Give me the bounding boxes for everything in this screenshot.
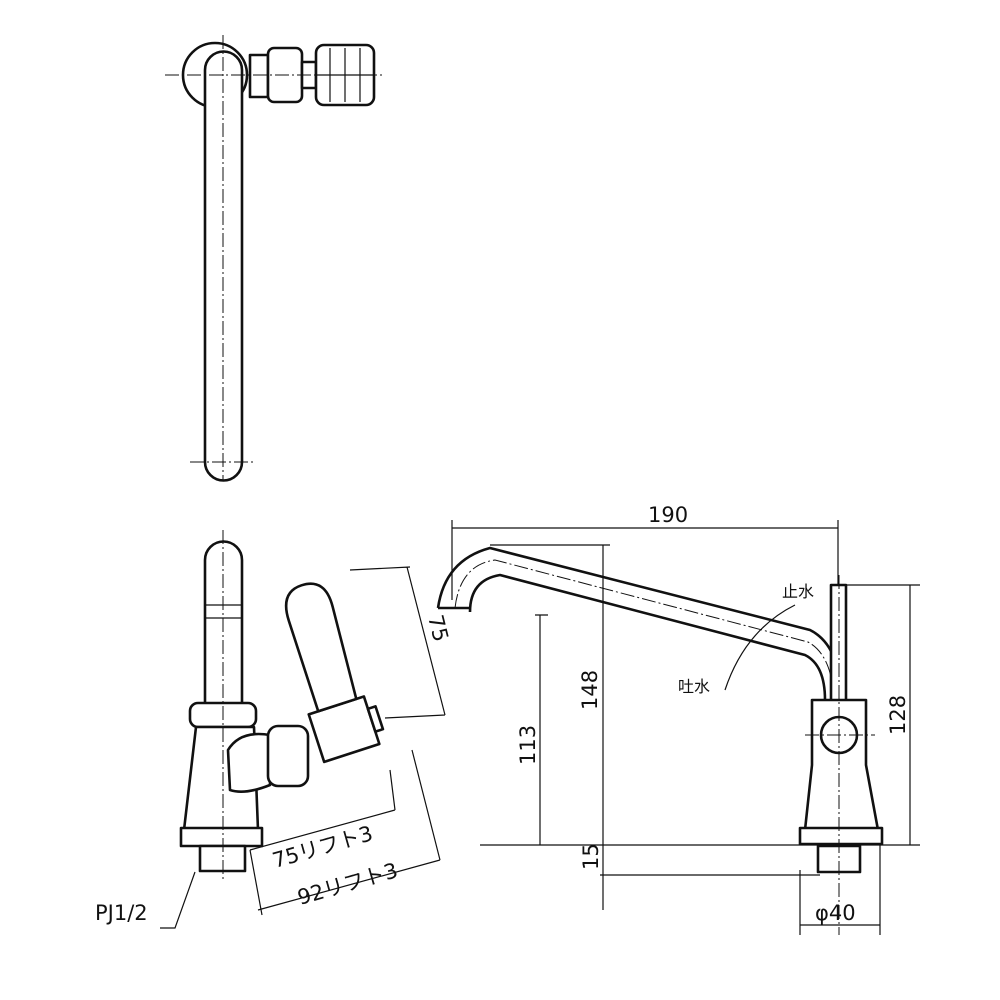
dim-128: 128 (886, 695, 910, 735)
dim-190: 190 (648, 503, 688, 527)
dim-148: 148 (578, 670, 602, 710)
label-stop-water: 止水 (782, 582, 814, 601)
label-discharge-water: 吐水 (678, 677, 710, 696)
top-view (165, 35, 385, 482)
front-view (436, 546, 884, 935)
dimension-lines (160, 520, 920, 935)
dim-75-lever: 75 (423, 612, 453, 644)
side-view (179, 530, 385, 880)
dim-92-lift: 92リフト3 (295, 858, 401, 909)
dim-15: 15 (579, 843, 603, 870)
dim-75-lift: 75リフト3 (270, 821, 376, 872)
dim-phi40: φ40 (815, 901, 856, 925)
dim-113: 113 (516, 725, 540, 765)
label-pj12: PJ1/2 (95, 901, 148, 925)
